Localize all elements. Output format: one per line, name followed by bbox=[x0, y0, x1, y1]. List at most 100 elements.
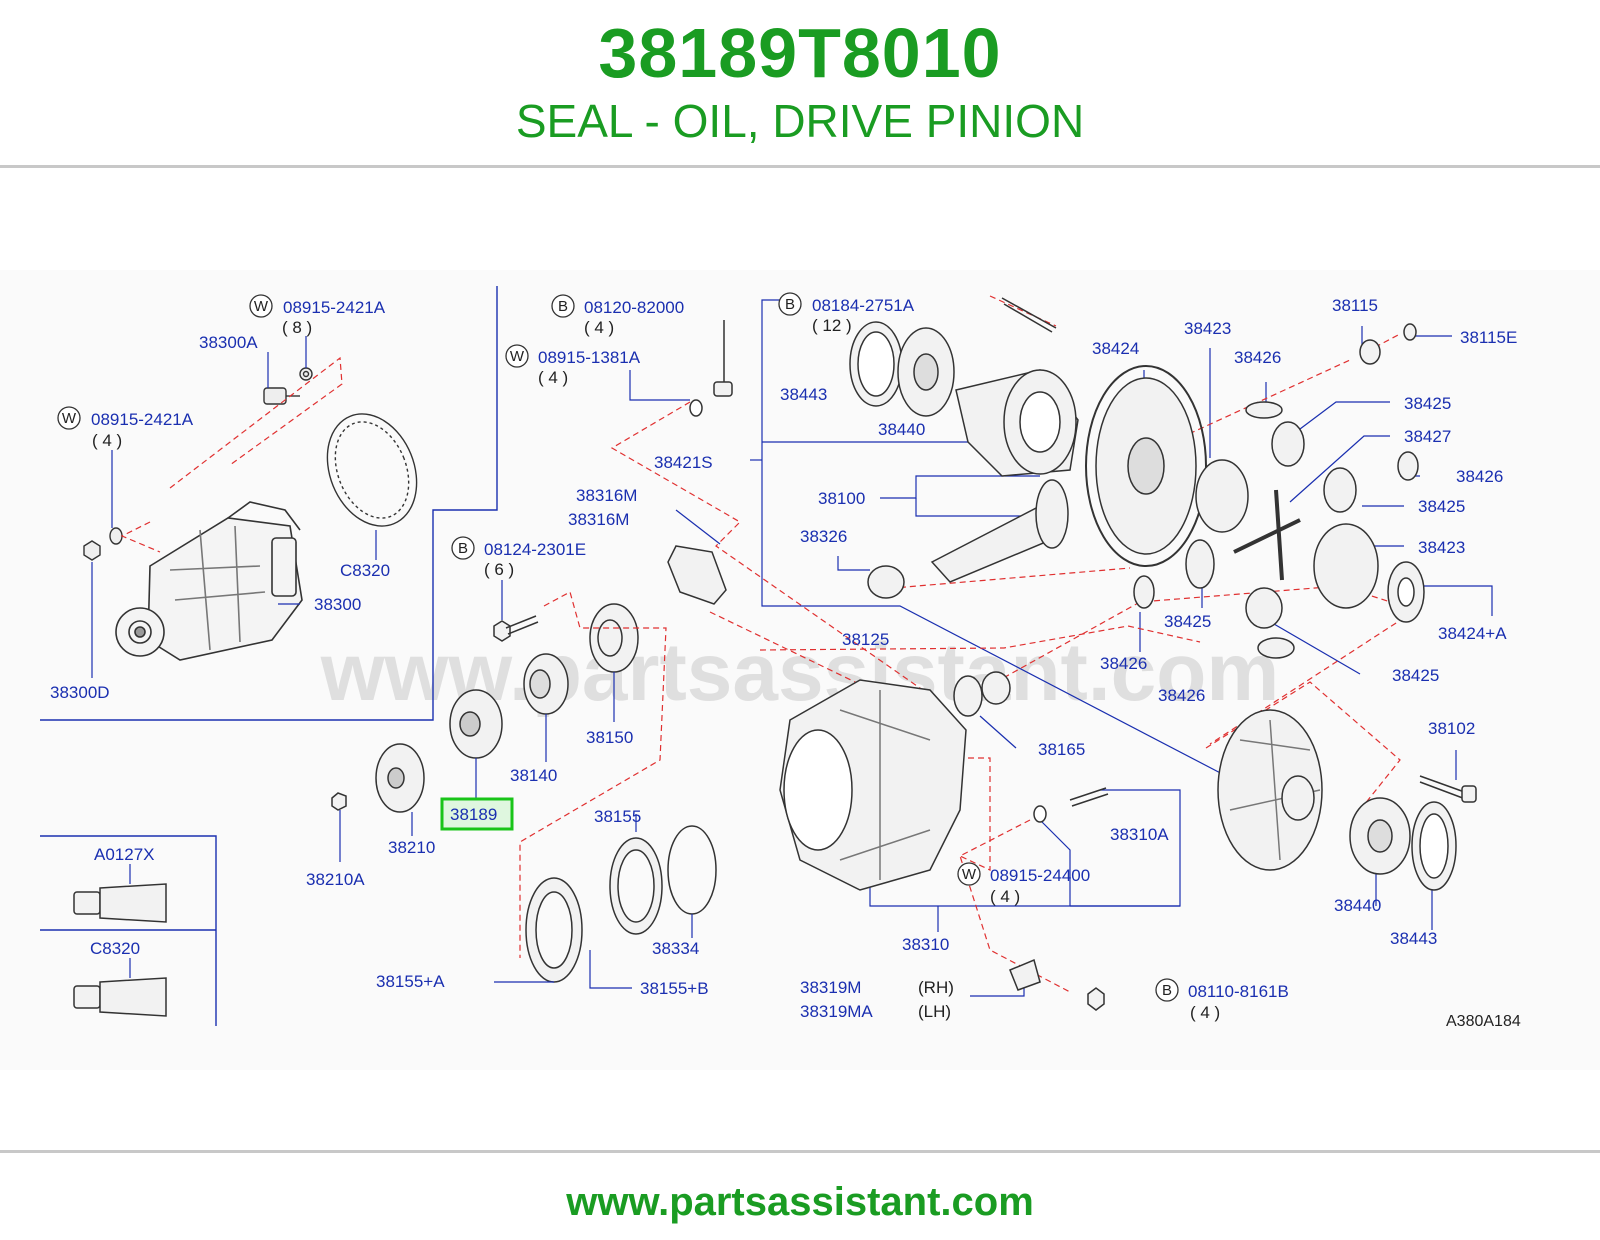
callout-38425-c[interactable]: 38425 bbox=[1164, 612, 1211, 631]
badge-letter: B bbox=[458, 540, 468, 557]
callout-labels: 08915-2421A ( 8 ) 38300A 08915-2421A ( 4… bbox=[50, 296, 1521, 1030]
exploded-parts-diagram: www.partsassistant.com bbox=[0, 270, 1600, 1070]
callout-C8320-gasket[interactable]: C8320 bbox=[340, 561, 390, 580]
callout-08915-2421A-top[interactable]: 08915-2421A bbox=[283, 298, 386, 317]
callout-38210[interactable]: 38210 bbox=[388, 838, 435, 857]
callout-08915-2421A-left[interactable]: 08915-2421A bbox=[91, 410, 194, 429]
callout-08915-1381A[interactable]: 08915-1381A bbox=[538, 348, 641, 367]
callout-38425-b[interactable]: 38425 bbox=[1418, 497, 1465, 516]
badge-letter: B bbox=[1162, 982, 1172, 999]
callout-38316M-a[interactable]: 38316M bbox=[576, 486, 637, 505]
callout-38115[interactable]: 38115 bbox=[1332, 296, 1378, 315]
callout-38155-B[interactable]: 38155+B bbox=[640, 979, 709, 998]
leader-lines-blue-middle bbox=[339, 370, 721, 989]
callout-38424[interactable]: 38424 bbox=[1092, 339, 1139, 358]
part-description: SEAL - OIL, DRIVE PINION bbox=[515, 95, 1085, 147]
callout-08124-2301E[interactable]: 08124-2301E bbox=[484, 540, 586, 559]
diagram-canvas: www.partsassistant.com bbox=[40, 286, 1521, 1030]
leader-lines-red-middle bbox=[519, 401, 941, 958]
callout-38155-A[interactable]: 38155+A bbox=[376, 972, 445, 991]
badge-letter: B bbox=[558, 298, 568, 315]
callout-38425-a[interactable]: 38425 bbox=[1404, 394, 1451, 413]
badge-b-08124-2301E bbox=[451, 536, 475, 560]
callout-38125[interactable]: 38125 bbox=[842, 630, 889, 649]
callout-38319M[interactable]: 38319M bbox=[800, 978, 861, 997]
footer-divider bbox=[0, 1150, 1600, 1153]
sealant-tube-drawings bbox=[73, 883, 167, 1017]
callout-38310[interactable]: 38310 bbox=[902, 935, 949, 954]
badge-b-08110-8161B bbox=[1155, 978, 1179, 1002]
leader-lines-red-left bbox=[120, 356, 343, 553]
quantity-4: ( 4 ) bbox=[584, 318, 614, 337]
callout-38440-lower[interactable]: 38440 bbox=[1334, 896, 1381, 915]
callout-38165[interactable]: 38165 bbox=[1038, 740, 1085, 759]
highlighted-part-box[interactable] bbox=[440, 797, 514, 831]
part-number-title: 38189T8010 bbox=[598, 14, 1002, 92]
callout-38426-b[interactable]: 38426 bbox=[1456, 467, 1503, 486]
callout-38316M-b[interactable]: 38316M bbox=[568, 510, 629, 529]
badge-w-08915-24400 bbox=[957, 862, 981, 886]
pinion-parts-drawings bbox=[331, 320, 733, 983]
callout-38210A[interactable]: 38210A bbox=[306, 870, 365, 889]
callout-38300[interactable]: 38300 bbox=[314, 595, 361, 614]
footer-website-link[interactable]: www.partsassistant.com bbox=[566, 1180, 1034, 1224]
callout-38334[interactable]: 38334 bbox=[652, 939, 699, 958]
quantity-8: ( 8 ) bbox=[282, 318, 312, 337]
leader-lines-blue-left bbox=[91, 336, 377, 678]
callout-08915-24400[interactable]: 08915-24400 bbox=[990, 866, 1090, 885]
callout-38425-d[interactable]: 38425 bbox=[1392, 666, 1439, 685]
callout-38100[interactable]: 38100 bbox=[818, 489, 865, 508]
quantity-4: ( 4 ) bbox=[990, 887, 1020, 906]
callout-38427[interactable]: 38427 bbox=[1404, 427, 1451, 446]
callout-38115E[interactable]: 38115E bbox=[1460, 328, 1517, 347]
callout-38443-top[interactable]: 38443 bbox=[780, 385, 827, 404]
badge-letter: W bbox=[254, 298, 269, 315]
callout-38310A[interactable]: 38310A bbox=[1110, 825, 1169, 844]
carrier-assembly-outline-frame bbox=[40, 286, 498, 1026]
callout-38150[interactable]: 38150 bbox=[586, 728, 633, 747]
callout-38189[interactable]: 38189 bbox=[450, 805, 497, 824]
side-lh: (LH) bbox=[918, 1002, 951, 1021]
side-rh: (RH) bbox=[918, 978, 954, 997]
badge-b-08120-82000 bbox=[551, 294, 575, 318]
callout-38424-A[interactable]: 38424+A bbox=[1438, 624, 1507, 643]
callout-A0127X[interactable]: A0127X bbox=[94, 845, 155, 864]
diagram-code: A380A184 bbox=[1446, 1013, 1521, 1030]
callout-38426-d[interactable]: 38426 bbox=[1158, 686, 1205, 705]
quantity-4: ( 4 ) bbox=[92, 431, 122, 450]
callout-38440-top[interactable]: 38440 bbox=[878, 420, 925, 439]
badge-letter: B bbox=[785, 296, 795, 313]
header-divider bbox=[0, 165, 1600, 168]
callout-08120-82000[interactable]: 08120-82000 bbox=[584, 298, 684, 317]
callout-38326[interactable]: 38326 bbox=[800, 527, 847, 546]
callout-38300D[interactable]: 38300D bbox=[50, 683, 110, 702]
callout-38443-lower[interactable]: 38443 bbox=[1390, 929, 1437, 948]
badge-letter: W bbox=[962, 866, 977, 883]
callout-38426-c[interactable]: 38426 bbox=[1100, 654, 1147, 673]
badge-w-08915-1381A bbox=[505, 344, 529, 368]
callout-38423-b[interactable]: 38423 bbox=[1418, 538, 1465, 557]
callout-38423-top[interactable]: 38423 bbox=[1184, 319, 1231, 338]
differential-parts-drawings bbox=[779, 297, 1477, 1011]
callout-38300A[interactable]: 38300A bbox=[199, 333, 258, 352]
nut-washer-38300D-drawing bbox=[83, 527, 123, 561]
callout-08110-8161B[interactable]: 08110-8161B bbox=[1188, 982, 1289, 1001]
callout-38319MA[interactable]: 38319MA bbox=[800, 1002, 873, 1021]
quantity-4: ( 4 ) bbox=[1190, 1003, 1220, 1022]
callout-38140[interactable]: 38140 bbox=[510, 766, 557, 785]
badge-letter: W bbox=[510, 348, 525, 365]
prefix-badges bbox=[57, 292, 1179, 1002]
callout-38426-top[interactable]: 38426 bbox=[1234, 348, 1281, 367]
badge-b-08184-2751A bbox=[778, 292, 802, 316]
bolt-38300A-drawing bbox=[263, 367, 313, 405]
badge-letter: W bbox=[62, 410, 77, 427]
callout-08184-2751A[interactable]: 08184-2751A bbox=[812, 296, 915, 315]
badge-w-08915-2421A-left bbox=[57, 406, 81, 430]
quantity-6: ( 6 ) bbox=[484, 560, 514, 579]
callout-38421S[interactable]: 38421S bbox=[654, 453, 713, 472]
callout-C8320-tube[interactable]: C8320 bbox=[90, 939, 140, 958]
final-drive-housing-drawing bbox=[115, 501, 303, 661]
callout-38155[interactable]: 38155 bbox=[594, 807, 641, 826]
gasket-ring-C8320-drawing bbox=[326, 413, 418, 527]
callout-38102[interactable]: 38102 bbox=[1428, 719, 1475, 738]
